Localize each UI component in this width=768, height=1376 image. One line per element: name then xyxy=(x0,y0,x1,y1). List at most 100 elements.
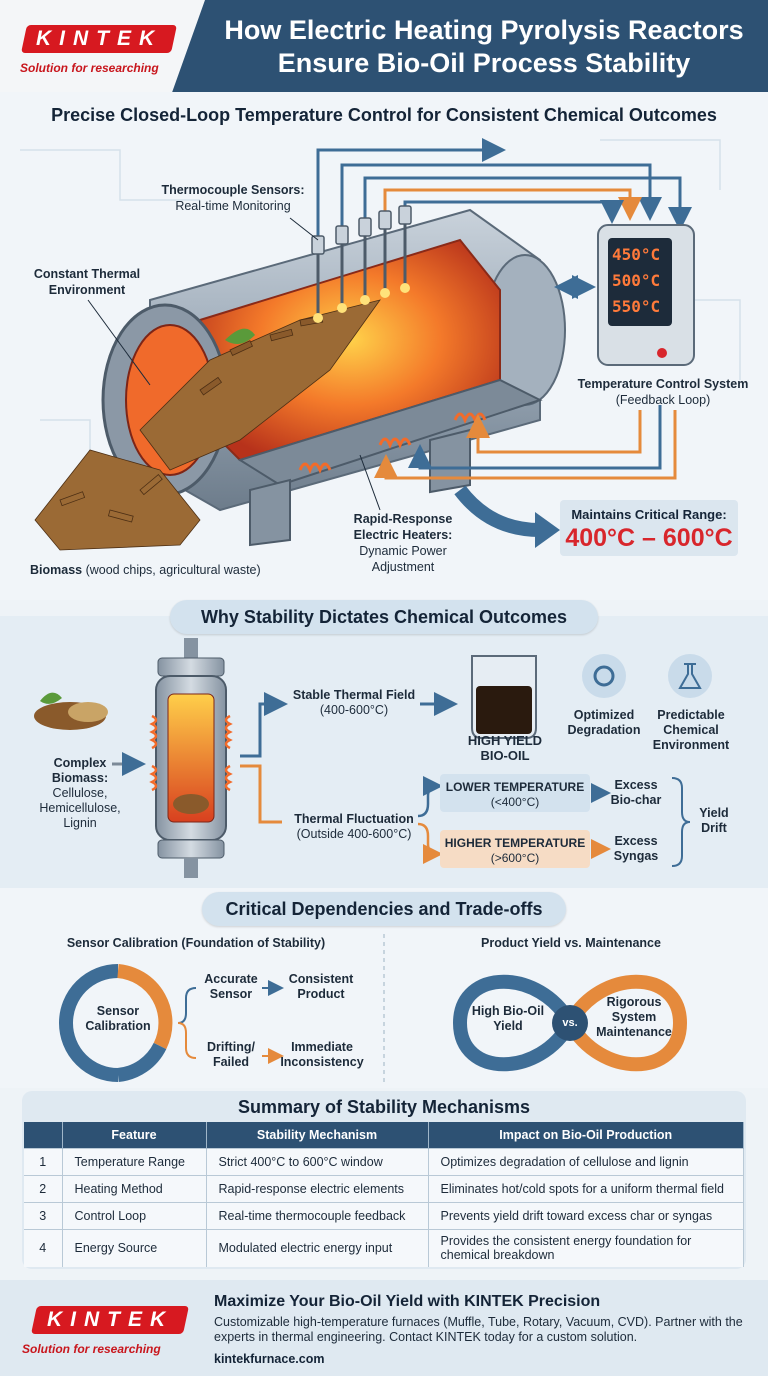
table-row: 3 Control Loop Real-time thermocouple fe… xyxy=(24,1201,744,1229)
thermocouple-sub: Real-time Monitoring xyxy=(175,199,291,213)
summary-table: Feature Stability Mechanism Impact on Bi… xyxy=(24,1122,744,1267)
summary-panel: Summary of Stability Mechanisms Feature … xyxy=(22,1091,746,1269)
row-num: 1 xyxy=(24,1147,63,1175)
calibration-ring-label: Sensor Calibration xyxy=(85,1004,151,1033)
row-num: 2 xyxy=(24,1174,63,1202)
excess-syngas-label: Excess Syngas xyxy=(613,834,659,863)
col-mechanism: Stability Mechanism xyxy=(206,1122,429,1148)
row-impact: Prevents yield drift toward excess char … xyxy=(428,1201,744,1229)
critical-range-box: Maintains Critical Range: 400°C – 600°C xyxy=(560,500,738,556)
yield-line1: HIGH YIELD xyxy=(467,733,543,748)
optimized-degradation-label: Optimized Degradation xyxy=(567,708,641,737)
readout-450: 450°C xyxy=(612,245,661,264)
row-impact: Provides the consistent energy foundatio… xyxy=(428,1228,744,1267)
thermocouple-label: Thermocouple Sensors: Real-time Monitori… xyxy=(158,182,308,214)
stable-field-range: (400-600°C) xyxy=(319,703,389,717)
consistent-product-label: Consistent Product xyxy=(288,972,354,1001)
kintek-logo[interactable]: KINTEK xyxy=(21,25,177,53)
footer-logo-tagline: Solution for researching xyxy=(22,1342,161,1356)
drifting-label: Drifting/ Failed xyxy=(207,1040,255,1069)
footer-body: Customizable high-temperature furnaces (… xyxy=(214,1315,743,1344)
maintenance-loop-label: Rigorous System Maintenance xyxy=(596,995,672,1039)
lower-temp-title: LOWER TEMPERATURE xyxy=(445,780,585,794)
yield-drift-label: Yield Drift xyxy=(699,806,729,835)
row-mechanism: Real-time thermocouple feedback xyxy=(206,1201,429,1229)
footer-kintek-logo[interactable]: KINTEK xyxy=(31,1306,189,1334)
complex-biomass-title: Complex Biomass: xyxy=(51,756,109,785)
row-feature: Heating Method xyxy=(62,1174,207,1202)
row-impact: Optimizes degradation of cellulose and l… xyxy=(428,1147,744,1175)
col-num xyxy=(24,1122,63,1148)
stable-field-title: Stable Thermal Field xyxy=(292,688,416,702)
fluctuation-range: (Outside 400-600°C) xyxy=(296,827,412,841)
yield-line2: BIO-OIL xyxy=(480,748,530,763)
high-yield-loop-label: High Bio-Oil Yield xyxy=(471,1004,545,1033)
higher-temp-range: (>600°C) xyxy=(490,851,540,865)
complex-biomass-list: Cellulose, Hemicellulose, Lignin xyxy=(39,786,121,830)
thermocouple-title: Thermocouple Sensors: xyxy=(161,183,305,197)
row-mechanism: Modulated electric energy input xyxy=(206,1228,429,1267)
control-system-title: Temperature Control System xyxy=(577,377,749,391)
controller-display: 450°C 500°C 550°C xyxy=(612,242,668,320)
row-feature: Control Loop xyxy=(62,1201,207,1229)
footer-title: Maximize Your Bio-Oil Yield with KINTEK … xyxy=(214,1293,601,1310)
higher-temp-title: HIGHER TEMPERATURE xyxy=(444,836,586,850)
heaters-label: Rapid-Response Electric Heaters: Dynamic… xyxy=(338,511,468,575)
dependencies-diagram xyxy=(59,934,688,1084)
table-header-row: Feature Stability Mechanism Impact on Bi… xyxy=(24,1122,744,1148)
summary-title: Summary of Stability Mechanisms xyxy=(237,1097,531,1117)
section2-title: Why Stability Dictates Chemical Outcomes xyxy=(170,600,598,634)
accurate-sensor-label: Accurate Sensor xyxy=(204,972,258,1001)
biomass-sub: (wood chips, agricultural waste) xyxy=(85,563,261,577)
complex-biomass-label: Complex Biomass: Cellulose, Hemicellulos… xyxy=(30,756,130,831)
biomass-title: Biomass xyxy=(30,563,83,577)
fluctuation-label: Thermal Fluctuation (Outside 400-600°C) xyxy=(284,812,424,842)
inconsistency-label: Immediate Inconsistency xyxy=(280,1040,364,1069)
range-value: 400°C – 600°C xyxy=(565,524,733,552)
predictable-environment-label: Predictable Chemical Environment xyxy=(652,708,730,752)
page-title: How Electric Heating Pyrolysis Reactors … xyxy=(224,15,744,78)
logo-tagline: Solution for researching xyxy=(20,61,159,75)
section-reactor: Precise Closed-Loop Temperature Control … xyxy=(0,92,768,600)
row-mechanism: Rapid-response electric elements xyxy=(206,1174,429,1202)
stable-field-label: Stable Thermal Field (400-600°C) xyxy=(284,688,424,718)
vs-label: vs. xyxy=(562,1017,578,1029)
readout-500: 500°C xyxy=(612,271,661,290)
control-system-sub: (Feedback Loop) xyxy=(615,393,711,407)
readout-550: 550°C xyxy=(612,297,661,316)
footer-website-link[interactable]: kintekfurnace.com xyxy=(214,1352,325,1366)
logo-panel: KINTEK Solution for researching xyxy=(0,0,205,92)
biomass-label: Biomass (wood chips, agricultural waste) xyxy=(30,562,261,578)
constant-environment-label: Constant Thermal Environment xyxy=(33,267,141,297)
heaters-title: Rapid-Response Electric Heaters: xyxy=(353,512,453,542)
row-num: 4 xyxy=(24,1228,63,1267)
calibration-heading: Sensor Calibration (Foundation of Stabil… xyxy=(66,936,326,950)
high-yield-label: HIGH YIELD BIO-OIL xyxy=(460,733,550,763)
control-system-label: Temperature Control System (Feedback Loo… xyxy=(570,376,756,408)
row-feature: Energy Source xyxy=(62,1228,207,1267)
lower-temp-box: LOWER TEMPERATURE (<400°C) xyxy=(440,776,590,814)
row-feature: Temperature Range xyxy=(62,1147,207,1175)
lower-temp-range: (<400°C) xyxy=(490,795,540,809)
col-feature: Feature xyxy=(62,1122,207,1148)
stability-flow-diagram xyxy=(34,638,712,878)
logo-text: KINTEK xyxy=(35,27,163,50)
heaters-sub: Dynamic Power Adjustment xyxy=(359,544,447,574)
table-row: 4 Energy Source Modulated electric energ… xyxy=(24,1228,744,1267)
fluctuation-title: Thermal Fluctuation xyxy=(294,812,414,826)
row-impact: Eliminates hot/cold spots for a uniform … xyxy=(428,1174,744,1202)
reactor-illustration xyxy=(20,138,741,551)
col-impact: Impact on Bio-Oil Production xyxy=(428,1122,744,1148)
table-row: 2 Heating Method Rapid-response electric… xyxy=(24,1174,744,1202)
tradeoff-heading: Product Yield vs. Maintenance xyxy=(481,936,661,950)
row-mechanism: Strict 400°C to 600°C window xyxy=(206,1147,429,1175)
excess-biochar-label: Excess Bio-char xyxy=(610,778,662,807)
footer-logo-text: KINTEK xyxy=(46,1308,174,1331)
section3-title: Critical Dependencies and Trade-offs xyxy=(202,892,566,926)
section-dependencies: Critical Dependencies and Trade-offs Sen… xyxy=(0,888,768,1088)
header-banner: KINTEK Solution for researching How Elec… xyxy=(0,0,768,92)
table-row: 1 Temperature Range Strict 400°C to 600°… xyxy=(24,1147,744,1175)
section-stability: Why Stability Dictates Chemical Outcomes… xyxy=(0,600,768,888)
higher-temp-box: HIGHER TEMPERATURE (>600°C) xyxy=(440,832,590,870)
section1-title: Precise Closed-Loop Temperature Control … xyxy=(51,105,717,125)
